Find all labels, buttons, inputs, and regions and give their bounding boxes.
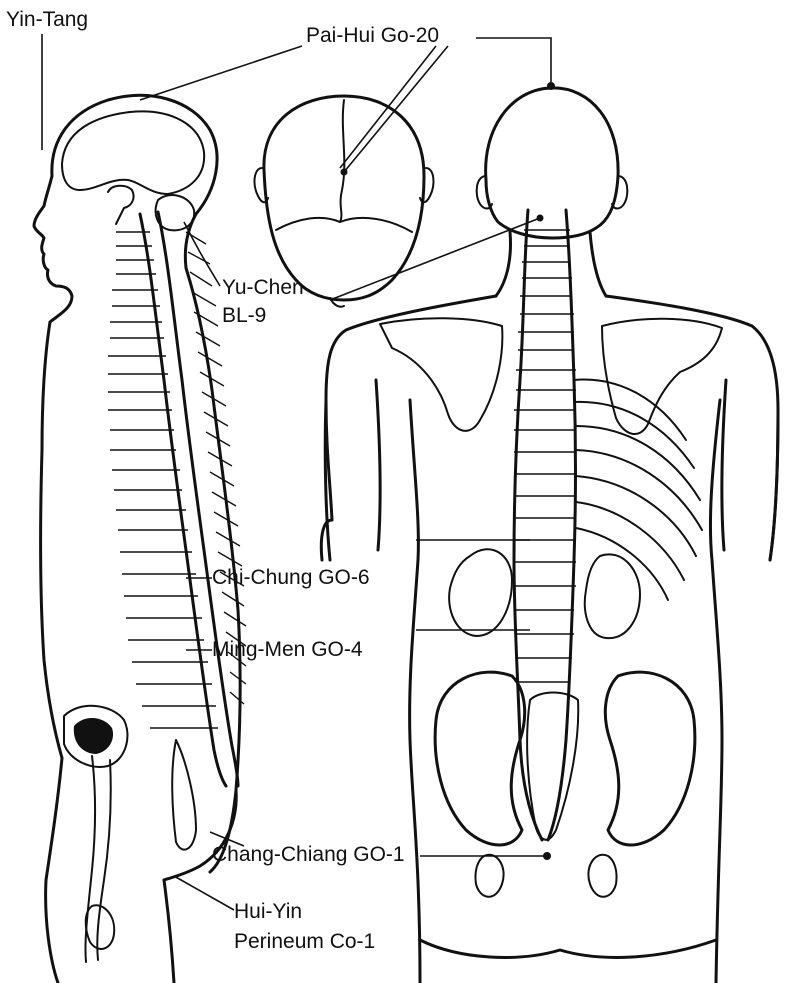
back-femur-right bbox=[588, 855, 616, 897]
label-yu-chen-code: BL-9 bbox=[222, 304, 266, 328]
back-head-outline bbox=[486, 88, 618, 238]
top-head-sagittal-suture bbox=[340, 100, 344, 222]
leader-pai-hui-side bbox=[140, 46, 302, 100]
side-bladder bbox=[74, 718, 113, 754]
side-spinal-cord bbox=[140, 214, 226, 786]
side-sacrum bbox=[172, 740, 196, 850]
back-arm-right bbox=[722, 380, 778, 560]
label-yin-tang: Yin-Tang bbox=[6, 8, 88, 32]
back-femur-left bbox=[475, 855, 503, 897]
back-arm-left bbox=[325, 380, 380, 560]
back-buttocks bbox=[420, 940, 716, 957]
side-leg-back bbox=[164, 880, 174, 983]
label-ming-men: Ming-Men GO-4 bbox=[212, 638, 363, 662]
back-scapula-right bbox=[602, 319, 722, 434]
back-neck bbox=[496, 232, 606, 296]
back-ribs-right bbox=[574, 380, 702, 600]
back-shoulders bbox=[321, 296, 496, 560]
leader-lines bbox=[42, 34, 551, 910]
label-chi-chung: Chi-Chung GO-6 bbox=[212, 566, 370, 590]
back-spine-right-edge bbox=[548, 210, 576, 840]
back-kidney-left bbox=[449, 549, 512, 636]
back-pelvis-left bbox=[435, 672, 525, 845]
back-scapula-left bbox=[380, 318, 502, 431]
leader-pai-hui-top-a bbox=[344, 46, 448, 172]
label-pai-hui: Pai-Hui Go-20 bbox=[306, 24, 439, 48]
label-chang-chiang: Chang-Chiang GO-1 bbox=[212, 843, 405, 867]
side-front-torso bbox=[41, 322, 62, 758]
back-pelvis-right bbox=[605, 672, 695, 845]
back-torso-left bbox=[410, 400, 420, 983]
back-kidney-right bbox=[585, 554, 640, 638]
side-leg-front bbox=[46, 758, 62, 983]
back-sacrum bbox=[527, 693, 578, 840]
side-brainstem bbox=[108, 186, 134, 224]
top-head-coronal-suture bbox=[276, 218, 412, 232]
back-torso-right bbox=[710, 400, 722, 983]
label-yu-chen: Yu-Chen bbox=[222, 276, 304, 300]
leader-pai-hui-back bbox=[476, 38, 551, 82]
side-head-outline bbox=[52, 95, 240, 872]
label-hui-yin: Hui-Yin bbox=[234, 900, 302, 924]
label-hui-yin-perineum: Perineum Co-1 bbox=[234, 930, 375, 954]
side-face-profile bbox=[34, 176, 72, 322]
back-shoulders-right bbox=[606, 296, 778, 560]
side-genital-tract-2 bbox=[97, 760, 111, 960]
leader-hui-yin bbox=[174, 876, 234, 910]
side-brain bbox=[62, 111, 204, 194]
point-pai-hui-marker bbox=[547, 82, 555, 90]
